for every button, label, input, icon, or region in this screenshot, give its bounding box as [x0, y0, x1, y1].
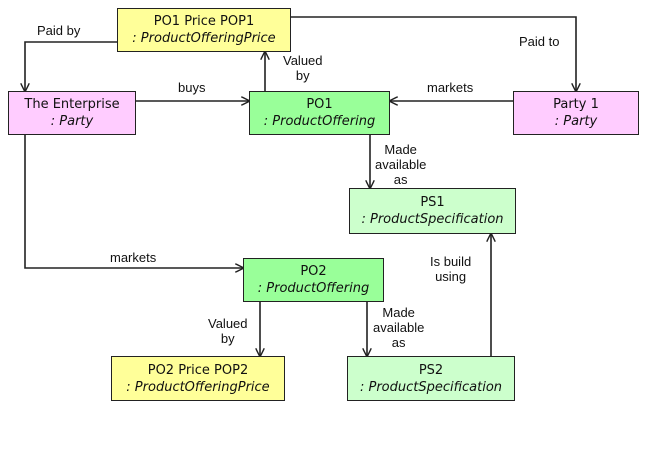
edge-markets-2: [24, 135, 243, 268]
label-made-available-1: Made available as: [375, 142, 427, 187]
node-type: : ProductOffering: [263, 114, 376, 129]
label-made-available-2: Made available as: [373, 305, 425, 350]
label-buys: buys: [178, 80, 206, 95]
label-is-build-using: Is build using: [430, 254, 472, 284]
node-type: : ProductSpecification: [359, 379, 503, 395]
node-name: PO1 Price POP1: [153, 14, 255, 29]
label-valued-by-1: Valued by: [283, 53, 323, 83]
node-name: Party 1: [553, 97, 599, 112]
node-pop1: PO1 Price POP1 : ProductOfferingPrice: [117, 8, 291, 52]
node-type: : ProductOfferingPrice: [132, 31, 276, 46]
node-name: PS2: [418, 362, 444, 378]
node-type: : Party: [554, 114, 598, 129]
node-po1: PO1 : ProductOffering: [249, 91, 390, 135]
node-po2: PO2 : ProductOffering: [243, 258, 384, 302]
node-type: : ProductOffering: [257, 281, 370, 296]
edge-paid-by: [25, 41, 117, 91]
label-markets-1: markets: [427, 80, 474, 95]
label-markets-2: markets: [110, 250, 157, 265]
node-party1: Party 1 : Party: [513, 91, 639, 135]
node-name: The Enterprise: [24, 97, 120, 112]
node-name: PO1: [306, 97, 333, 112]
node-name: PS1: [420, 195, 445, 210]
node-ps1: PS1 : ProductSpecification: [349, 188, 516, 234]
edge-paid-to: [290, 16, 576, 91]
node-ps2: PS2 : ProductSpecification: [347, 356, 515, 401]
node-type: : Party: [50, 114, 94, 129]
node-enterprise: The Enterprise : Party: [8, 91, 136, 135]
label-paid-to: Paid to: [519, 34, 560, 49]
node-name: PO2 Price POP2: [147, 362, 249, 378]
label-paid-by: Paid by: [37, 23, 81, 38]
node-name: PO2: [300, 264, 327, 279]
label-valued-by-2: Valued by: [208, 316, 248, 346]
node-type: : ProductSpecification: [361, 212, 504, 227]
node-pop2: PO2 Price POP2 : ProductOfferingPrice: [111, 356, 285, 401]
node-type: : ProductOfferingPrice: [126, 379, 270, 395]
